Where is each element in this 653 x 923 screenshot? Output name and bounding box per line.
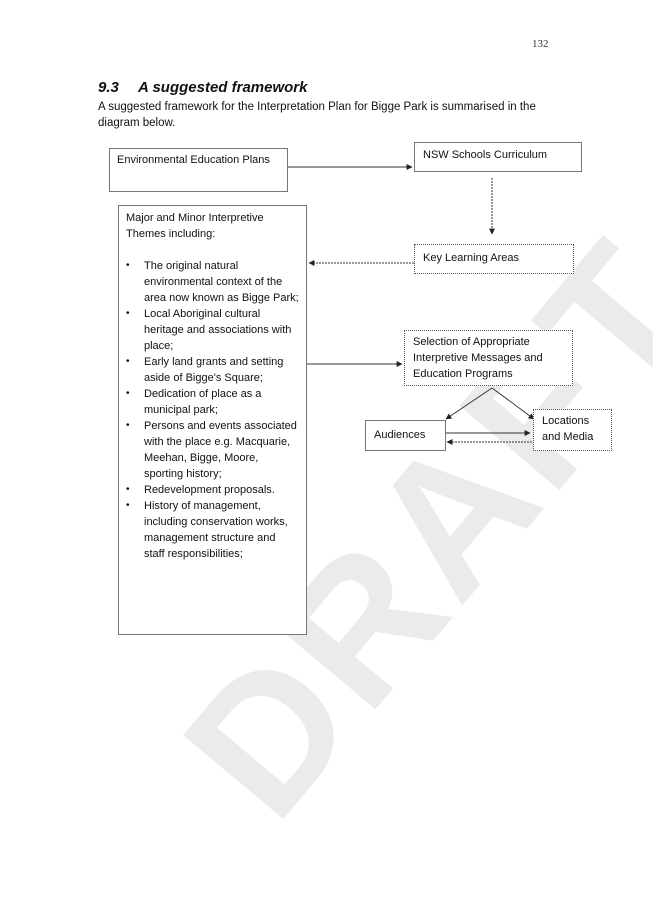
selection-label: Selection of Appropriate Interpretive Me… — [413, 336, 543, 380]
theme-item: History of management, including conserv… — [126, 498, 299, 562]
page-number: 132 — [532, 38, 549, 50]
section-title: A suggested framework — [138, 79, 308, 96]
audiences-box: Audiences — [365, 420, 446, 451]
audiences-label: Audiences — [374, 429, 426, 441]
themes-heading: Major and Minor Interpretive Themes incl… — [126, 212, 264, 240]
locations-media-box: Locations and Media — [533, 409, 612, 451]
themes-list: The original natural environmental conte… — [126, 258, 299, 562]
theme-item: Redevelopment proposals. — [126, 482, 299, 498]
environmental-education-box: Environmental Education Plans — [109, 148, 288, 192]
locations-media-label: Locations and Media — [542, 415, 594, 443]
key-learning-areas-box: Key Learning Areas — [414, 244, 574, 274]
theme-item: Persons and events associated with the p… — [126, 418, 299, 482]
theme-item: The original natural environmental conte… — [126, 258, 299, 306]
selection-box: Selection of Appropriate Interpretive Me… — [404, 330, 573, 386]
arrow-selection-to-audiences — [445, 387, 493, 420]
nsw-curriculum-box: NSW Schools Curriculum — [414, 142, 582, 172]
section-heading: 9.3 A suggested framework — [98, 79, 308, 96]
intro-paragraph: A suggested framework for the Interpreta… — [98, 101, 536, 129]
theme-item: Dedication of place as a municipal park; — [126, 386, 299, 418]
interpretive-themes-box: Major and Minor Interpretive Themes incl… — [118, 205, 307, 635]
environmental-education-label: Environmental Education Plans — [117, 154, 270, 166]
key-learning-areas-label: Key Learning Areas — [423, 252, 520, 264]
section-number: 9.3 — [98, 79, 119, 96]
nsw-curriculum-label: NSW Schools Curriculum — [423, 149, 548, 161]
theme-item: Early land grants and setting aside of B… — [126, 354, 299, 386]
theme-item: Local Aboriginal cultural heritage and a… — [126, 306, 299, 354]
arrow-selection-to-locations — [491, 387, 535, 420]
